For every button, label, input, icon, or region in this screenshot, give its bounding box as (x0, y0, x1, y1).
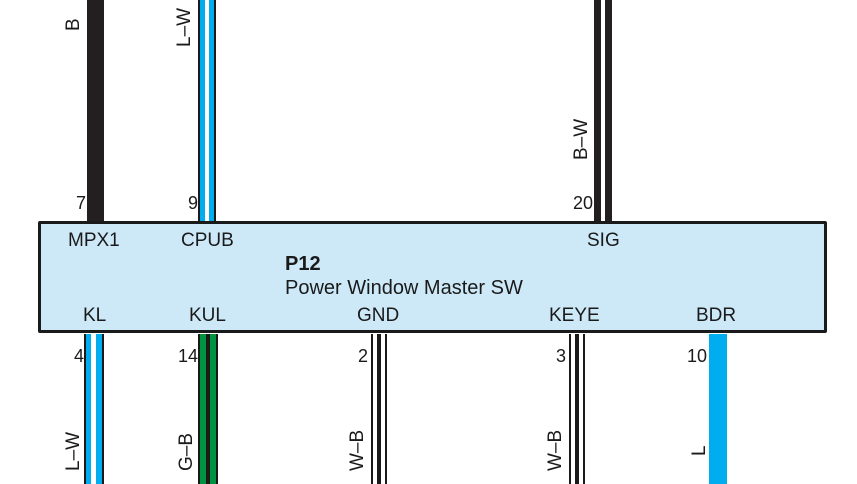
wire-pin-4 (84, 334, 104, 484)
wire-color-pin-3: W–B (545, 429, 566, 471)
pin-label-kul: KUL (189, 305, 226, 326)
wire-color-pin-14: G–B (176, 432, 197, 471)
wire-color-pin-7: B (63, 18, 84, 31)
pin-number-9: 9 (187, 193, 198, 213)
wire-pin-14 (198, 334, 218, 484)
pin-number-20: 20 (572, 193, 593, 213)
wire-pin-2 (371, 334, 387, 484)
wire-color-pin-10: L (689, 445, 710, 456)
wire-pin-20 (594, 0, 612, 222)
connector-body (38, 221, 827, 333)
pin-number-7: 7 (75, 193, 86, 213)
pin-number-14: 14 (177, 346, 198, 366)
wire-pin-10 (709, 334, 727, 484)
connector-description: Power Window Master SW (285, 277, 523, 299)
pin-label-bdr: BDR (696, 305, 737, 326)
pin-number-3: 3 (555, 346, 566, 366)
pin-label-mpx1: MPX1 (68, 230, 120, 251)
wire-pin-3 (569, 334, 585, 484)
wire-color-pin-20: B–W (571, 118, 592, 160)
connector-code: P12 (285, 253, 321, 275)
wire-pin-9 (198, 0, 216, 222)
pin-label-cpub: CPUB (181, 230, 234, 251)
pin-label-keye: KEYE (549, 305, 600, 326)
wire-color-pin-2: W–B (347, 429, 368, 471)
pin-label-sig: SIG (587, 230, 620, 251)
pin-label-kl: KL (83, 305, 107, 326)
wire-color-pin-4: L–W (63, 431, 84, 471)
pin-number-10: 10 (686, 346, 707, 366)
pin-number-2: 2 (357, 346, 368, 366)
pin-label-gnd: GND (357, 305, 400, 326)
pin-number-4: 4 (73, 346, 84, 366)
wire-pin-7 (87, 0, 104, 222)
wire-color-pin-9: L–W (174, 7, 195, 47)
